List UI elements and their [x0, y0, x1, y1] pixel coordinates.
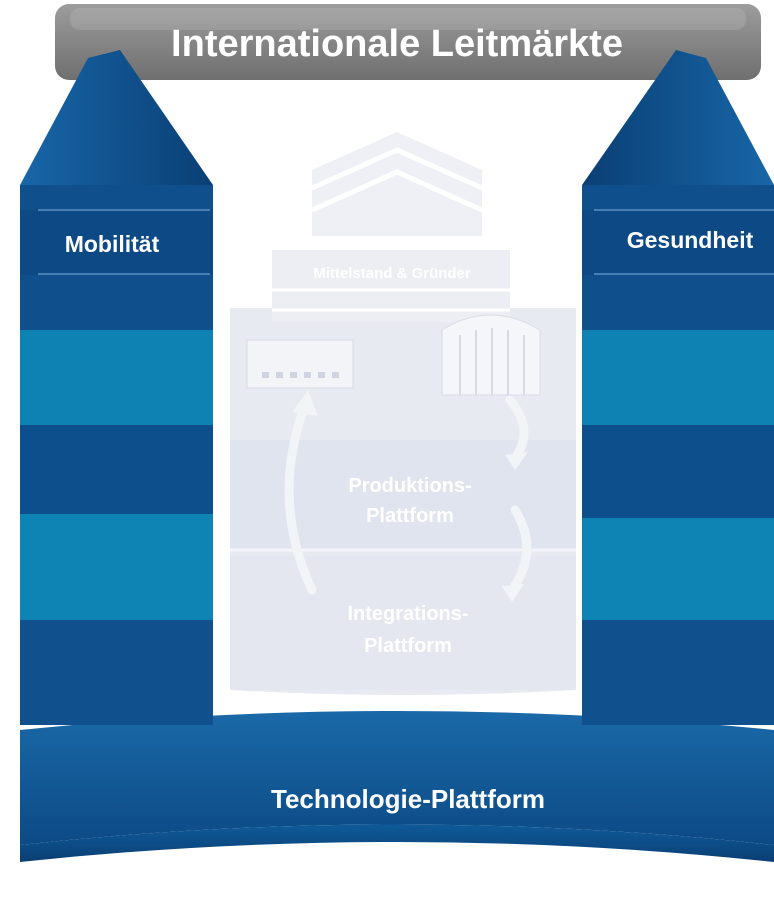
- production-label-line2: Plattform: [366, 505, 454, 527]
- left-pillar-label: Mobilität: [65, 231, 160, 257]
- title-text: Internationale Leitmärkte: [171, 23, 623, 65]
- title-bar: Internationale Leitmärkte: [55, 4, 761, 80]
- center-structure: Mittelstand & Gründer Produktions- Platt…: [230, 132, 576, 695]
- base-platform: Technologie-Plattform: [20, 711, 774, 862]
- integration-label-line1: Integrations-: [347, 603, 468, 625]
- production-label-line1: Produktions-: [348, 475, 471, 497]
- building-label: Mittelstand & Gründer: [313, 265, 471, 282]
- integration-label-line2: Plattform: [364, 635, 452, 657]
- left-pillar: Mobilität: [20, 50, 213, 725]
- right-pillar-label: Gesundheit: [627, 227, 754, 253]
- base-label: Technologie-Plattform: [271, 784, 545, 814]
- right-pillar: Gesundheit: [582, 50, 774, 725]
